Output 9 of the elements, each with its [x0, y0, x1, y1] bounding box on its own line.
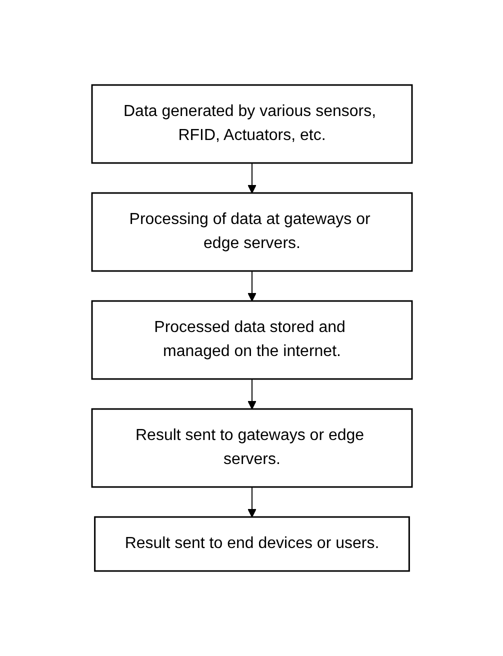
node-box: Result sent to gateways or edge servers. — [90, 408, 412, 488]
node-box: Result sent to end devices or users. — [94, 516, 410, 572]
arrow — [247, 486, 256, 518]
arrow — [247, 270, 256, 302]
arrow — [247, 378, 256, 410]
node-box: Processing of data at gateways or edge servers. — [90, 192, 412, 272]
node-box: Processed data stored and managed on the internet. — [90, 300, 412, 380]
node-box: Data generated by various sensors, RFID, Actuators, etc. — [90, 84, 412, 164]
arrow — [247, 162, 256, 194]
